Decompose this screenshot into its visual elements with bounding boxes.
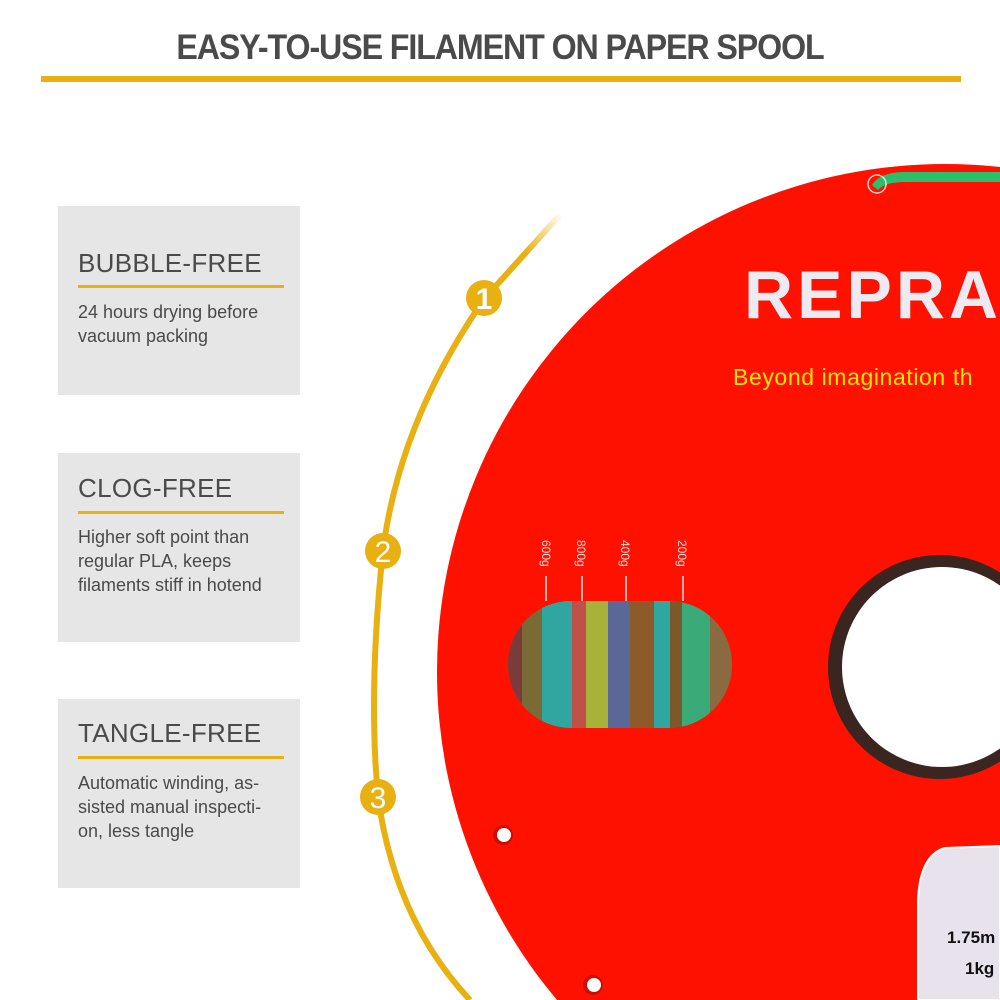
svg-text:800g: 800g [574, 540, 588, 567]
feature-underline [78, 285, 284, 288]
feature-title: BUBBLE-FREE [78, 248, 262, 278]
step-marker-3: 3 [360, 779, 396, 815]
feature-title: TANGLE-FREE [78, 718, 262, 748]
feature-title: CLOG-FREE [78, 473, 233, 503]
feature-underline [78, 756, 284, 759]
svg-text:600g: 600g [539, 540, 553, 567]
svg-text:3: 3 [370, 782, 387, 815]
timeline-arc-top [482, 214, 561, 301]
svg-text:200g: 200g [675, 540, 689, 567]
filament-window [508, 601, 732, 728]
feature-description: Higher soft point than regular PLA, keep… [78, 527, 262, 595]
svg-text:1.75m: 1.75m [947, 928, 995, 947]
svg-text:400g: 400g [618, 540, 632, 567]
feature-description: 24 hours drying before vacuum packing [78, 302, 259, 346]
step-marker-2: 2 [365, 533, 401, 569]
timeline-arc [371, 296, 488, 1000]
page-title: EASY-TO-USE FILAMENT ON PAPER SPOOL [176, 28, 824, 67]
brand-logo: REPRA [744, 257, 1000, 333]
slogan: Beyond imagination th [733, 364, 973, 390]
spool-disc [437, 164, 1000, 1000]
feature-description: Automatic winding, as- sisted manual ins… [78, 773, 262, 841]
svg-text:1: 1 [476, 283, 493, 316]
hub-hole [842, 567, 1000, 767]
feature-underline [78, 511, 284, 514]
feature-card-bubble-free: BUBBLE-FREE 24 hours drying before vacuu… [58, 206, 300, 395]
step-marker-1: 1 [466, 280, 502, 316]
feature-card-tangle-free: TANGLE-FREE Automatic winding, as- siste… [58, 699, 300, 888]
title-underline [41, 76, 961, 82]
spool-label [917, 844, 1000, 1000]
feature-card-clog-free: CLOG-FREE Higher soft point than regular… [58, 453, 300, 642]
svg-text:1kg: 1kg [965, 959, 994, 978]
filament-strand [872, 172, 1000, 190]
svg-text:2: 2 [375, 536, 392, 569]
